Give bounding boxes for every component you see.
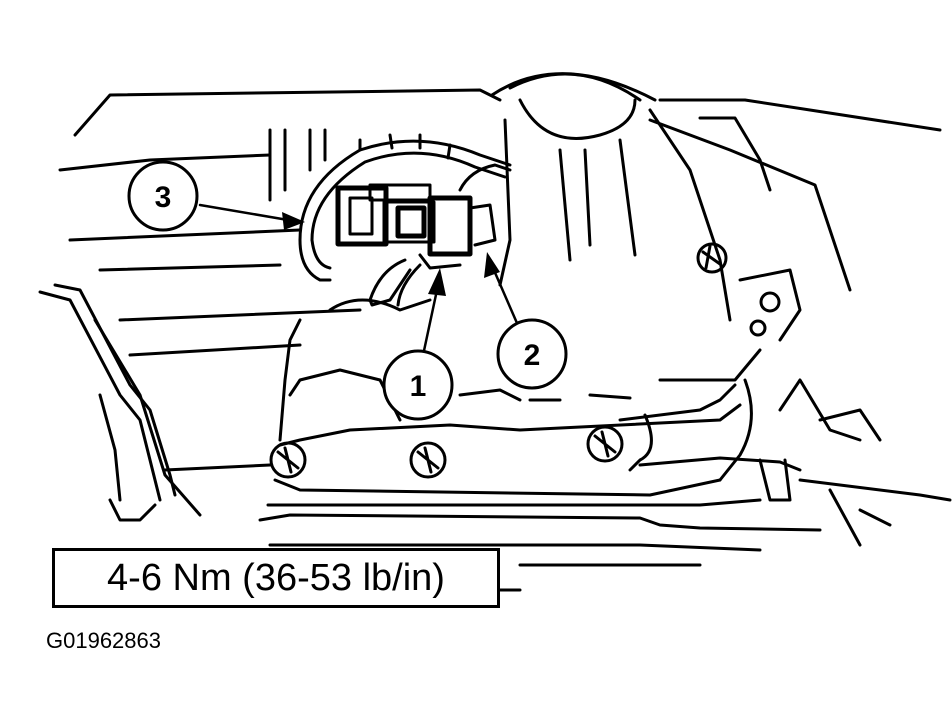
transmission-case: [266, 298, 762, 507]
figure-id: G01962863: [46, 628, 161, 653]
bolt-left: [269, 441, 307, 479]
callout-3-circle: [127, 160, 199, 232]
callout-2-circle: [496, 318, 568, 390]
leader-line-3: [198, 203, 305, 230]
torque-spec-text: 4-6 Nm (36-53 lb/in): [107, 556, 445, 599]
leader-line-1: [420, 268, 446, 362]
housing-background: [58, 88, 942, 472]
torque-spec-box: 4-6 Nm (36-53 lb/in): [52, 548, 500, 608]
callout-3-label: 3: [155, 181, 172, 214]
callout-1-circle: [382, 349, 454, 421]
callout-2-label: 2: [524, 339, 541, 372]
left-tubes: [38, 283, 202, 522]
bolt-center: [409, 441, 447, 479]
bolt-right: [586, 425, 624, 463]
wiring-harness: [268, 128, 512, 282]
leader-line-2: [484, 252, 522, 332]
shift-linkage: [638, 378, 952, 547]
sensor-boss: [368, 258, 422, 307]
shift-shaft-housing: [490, 72, 802, 342]
callout-1-label: 1: [410, 370, 427, 403]
electrical-connector: [335, 183, 497, 270]
